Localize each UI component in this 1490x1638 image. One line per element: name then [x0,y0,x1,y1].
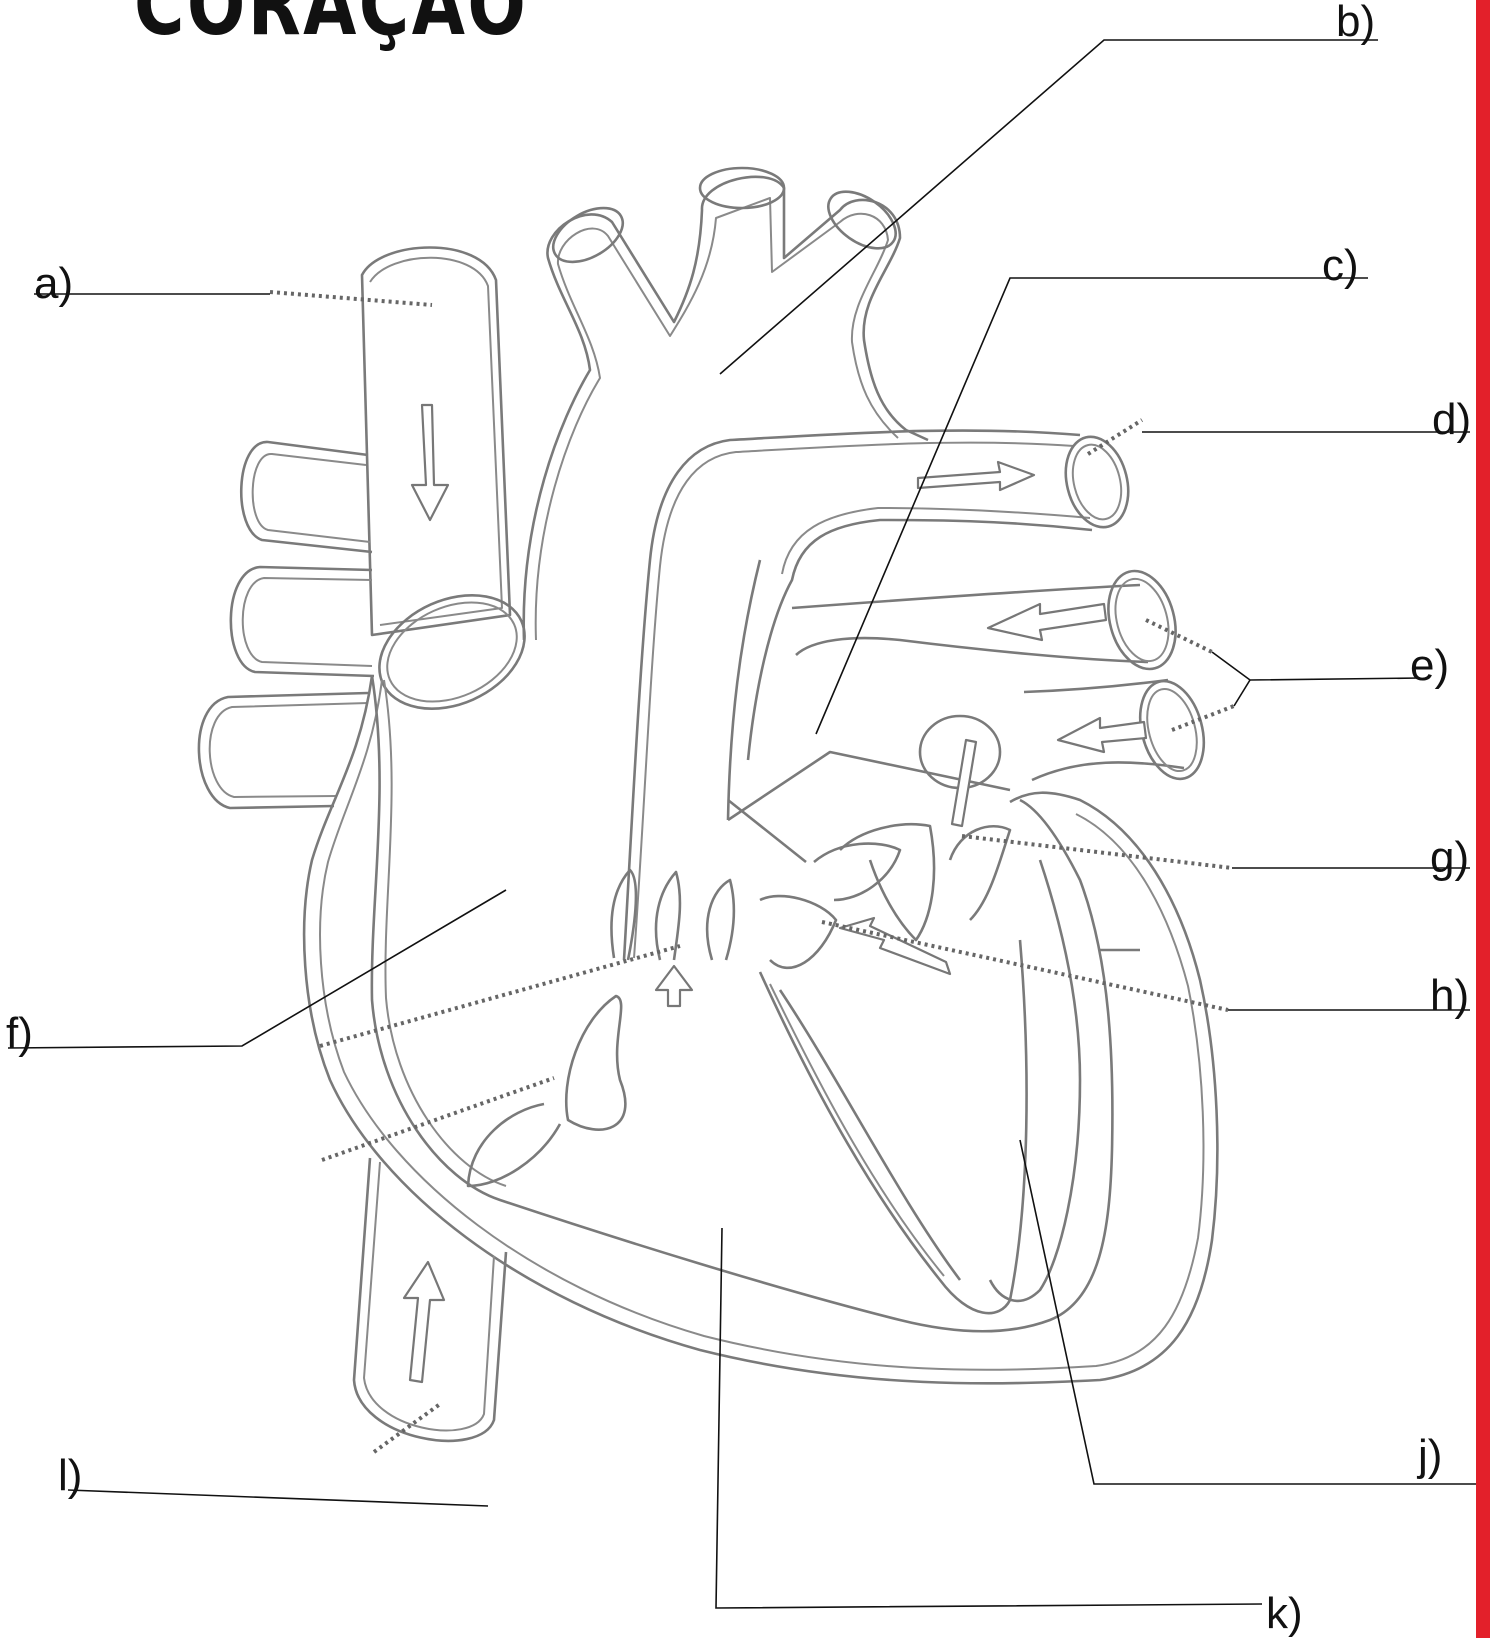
label-f: f) [6,1012,33,1056]
arrow-down-svc [412,405,448,520]
arrow-left-pulmonary-vein-2 [1058,718,1146,752]
label-l: l) [58,1454,82,1498]
label-k: k) [1266,1592,1303,1636]
dotted-pointers [270,292,1234,1452]
aortic-arch [524,168,928,640]
label-e: e) [1410,644,1449,688]
leader-lines [8,40,1476,1608]
label-c: c) [1322,244,1359,288]
label-j: j) [1418,1434,1442,1478]
left-pulmonary-veins [792,563,1214,786]
label-a: a) [34,262,73,306]
arrow-right-pulmonary [918,462,1034,490]
heart-chambers [468,560,1140,1313]
label-h: h) [1430,974,1469,1018]
arrow-up-ivc [404,1262,444,1382]
arrow-left-pulmonary-vein-1 [988,604,1106,640]
label-d: d) [1432,398,1471,442]
right-pulmonary-veins [199,442,374,808]
superior-vena-cava [362,248,510,636]
arrow-up-pulmonary-valve [656,966,692,1006]
label-b: b) [1336,0,1375,44]
label-g: g) [1430,836,1469,880]
